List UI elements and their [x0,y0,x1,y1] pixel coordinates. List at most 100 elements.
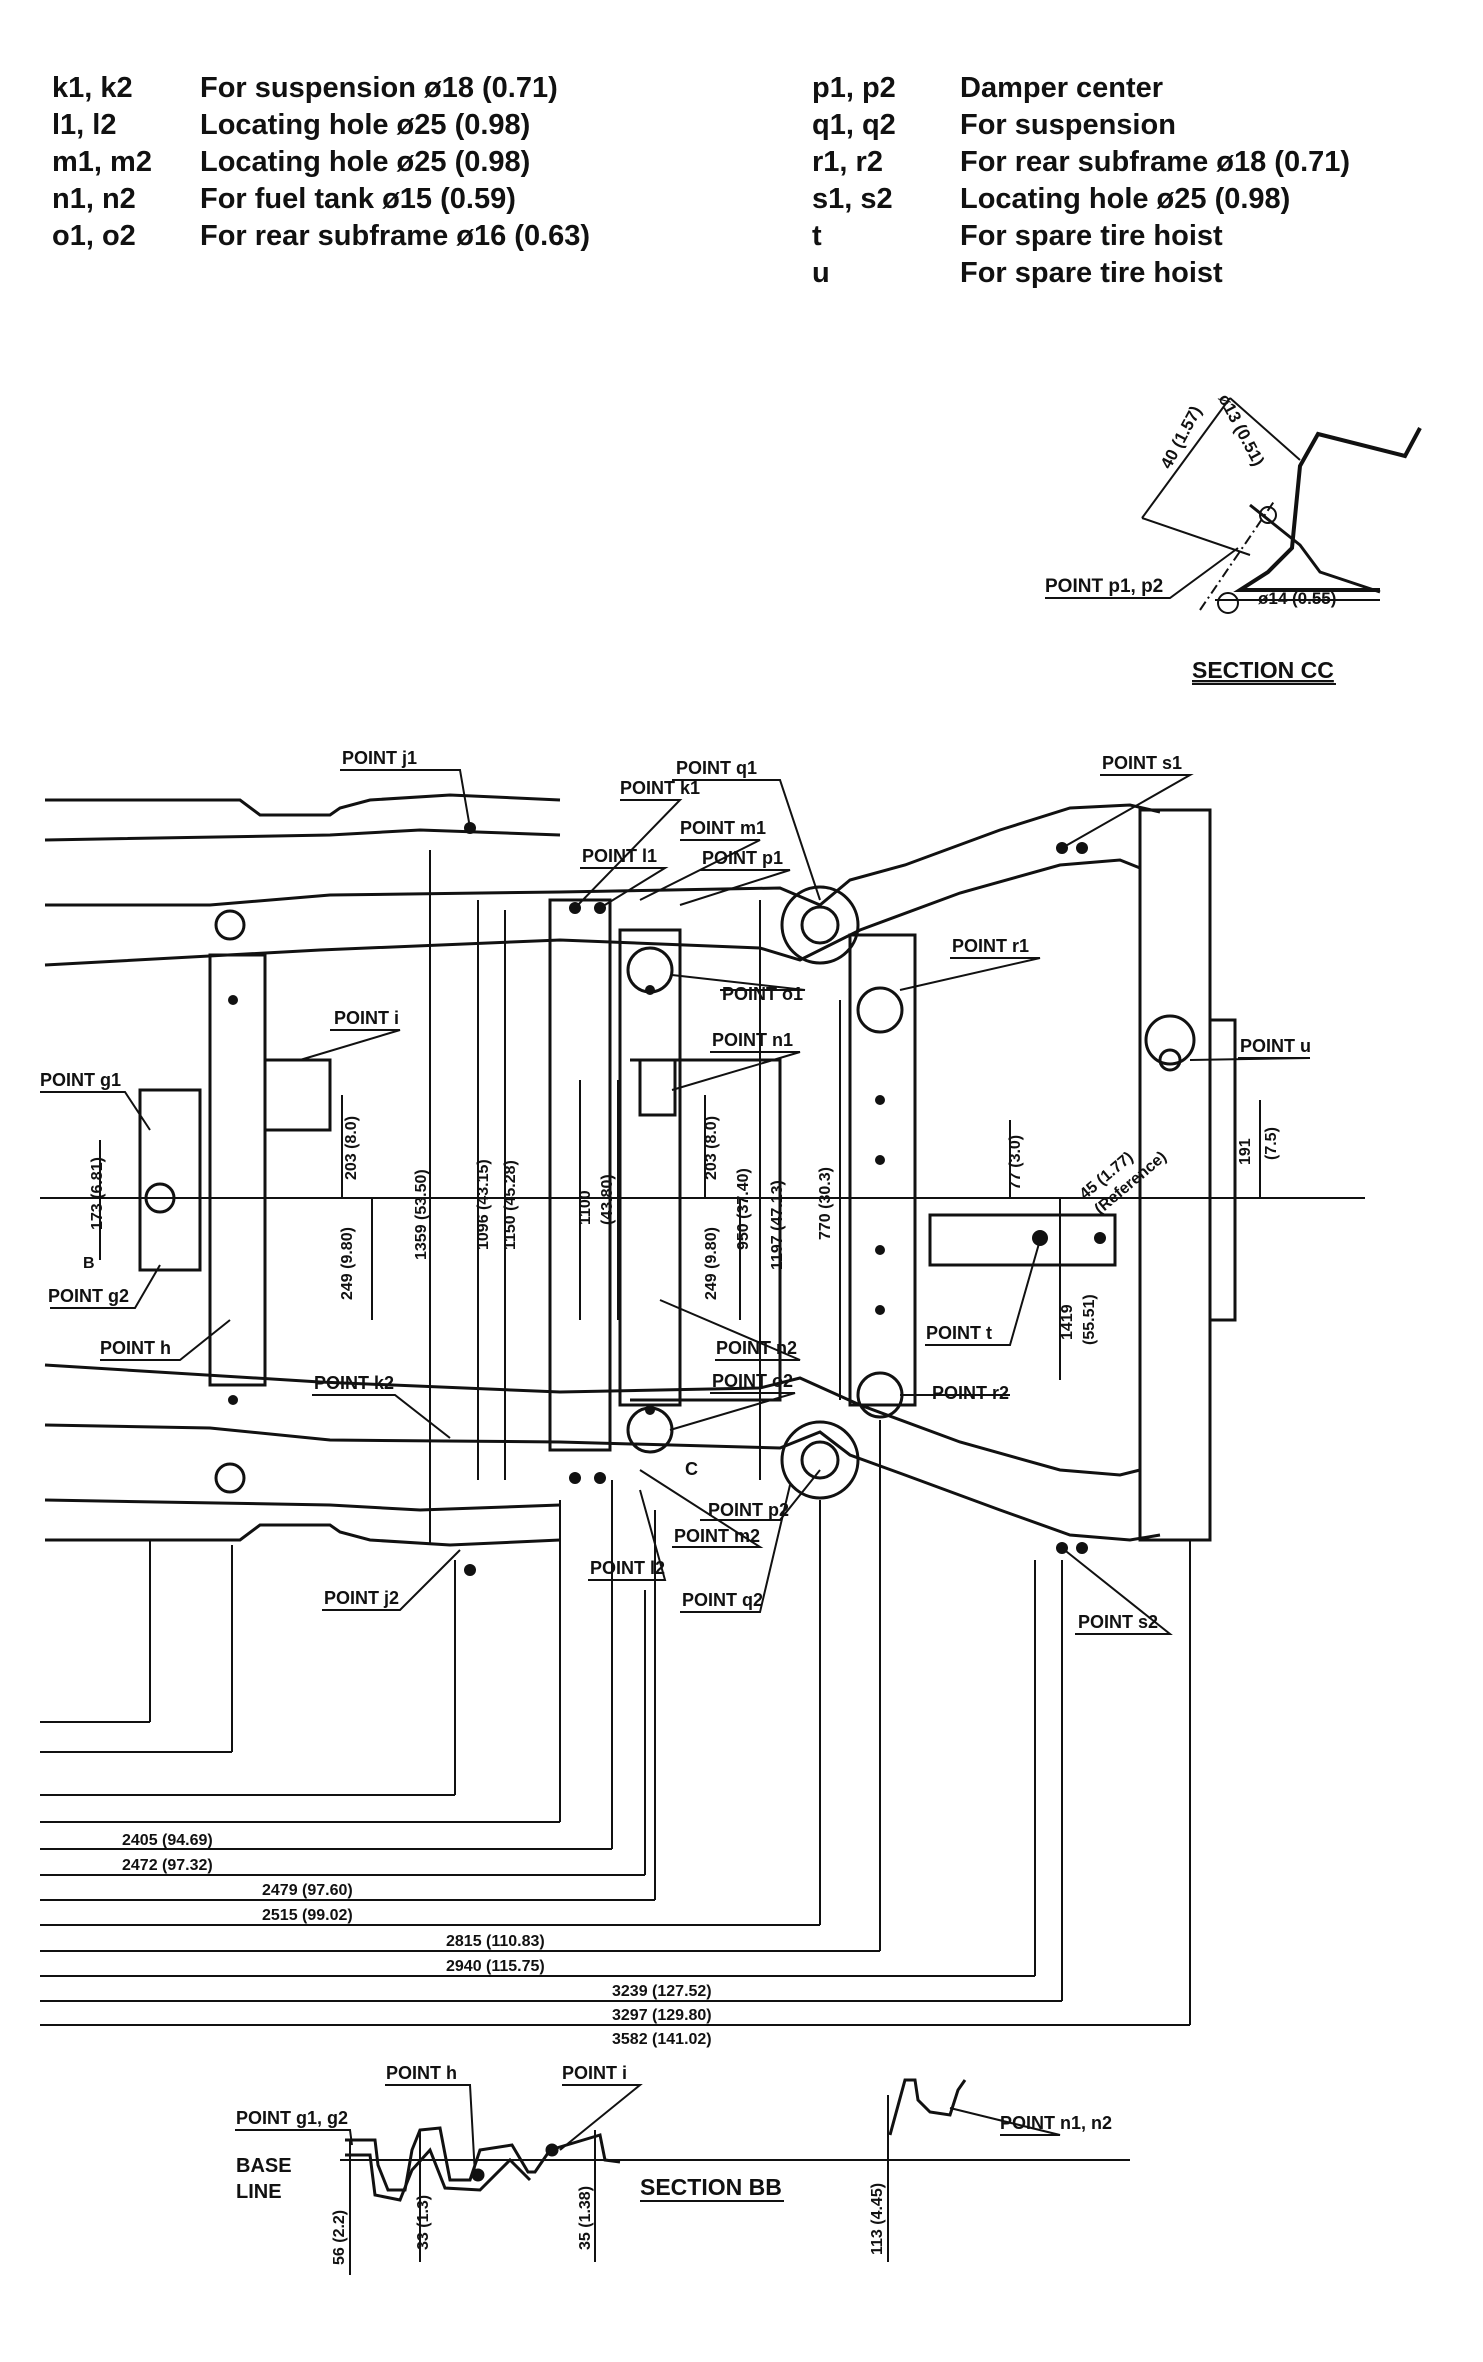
legend-desc: Locating hole ø25 (0.98) [200,146,531,178]
point-i-plate [263,1058,332,1132]
legend-code: k1, k2 [52,72,133,104]
dim-1150: 1150 (45.28) [502,1160,519,1250]
point-label-j1: POINT j1 [342,748,417,768]
legend-desc: For rear subframe ø16 (0.63) [200,220,591,252]
dim-203: 203 (8.0) [343,1116,360,1180]
section-cc-ext-line [1141,517,1251,556]
legend-desc: For rear subframe ø18 (0.71) [960,146,1351,178]
section-bb-leader-n [949,2107,1061,2136]
section-cc-point-label: POINT p1, p2 [1045,576,1163,597]
section-bb-point-n: POINT n1, n2 [1000,2113,1112,2133]
upper-outer-panel [45,793,561,817]
spare-hoist-u [1144,1014,1196,1066]
vertical-dimension-lines [99,850,1261,1545]
lower-outer-panel-2 [44,1498,561,1512]
dim-1419-in: (55.51) [1081,1294,1098,1345]
dim-191: 191 [1237,1138,1254,1165]
spare-tire-bracket-t [928,1213,1117,1267]
dim-1197: 1197 (47.13) [769,1180,786,1270]
point-label-t: POINT t [926,1323,992,1343]
rear-panel [1208,1018,1237,1322]
dim-191-in: (7.5) [1263,1127,1280,1160]
frame-holes [214,822,1106,1576]
section-bb-n-profile [888,2078,967,2136]
point-label-g1: POINT g1 [40,1070,121,1090]
section-cc-dim-line [1141,397,1231,519]
section-cc-ext-line [1229,397,1301,461]
dim-1096: 1096 (43.15) [475,1159,492,1250]
section-bb-dim-35: 35 (1.38) [577,2186,594,2250]
section-bb-dim-33: 33 (1.3) [415,2195,432,2250]
point-leaders [40,769,1311,1635]
dim-770: 770 (30.3) [817,1167,834,1240]
point-label-l2: POINT l2 [590,1558,665,1578]
section-cc-title: SECTION CC [1192,657,1334,683]
point-label-p2: POINT p2 [708,1500,789,1520]
legend-desc: For spare tire hoist [960,220,1223,252]
lower-outer-panel [45,1523,561,1547]
section-bb-profile-2 [345,2147,532,2202]
legend-desc: For suspension ø18 (0.71) [200,72,558,104]
point-label-o1: POINT o1 [722,984,803,1004]
legend-code: s1, s2 [812,183,893,215]
point-label-i: POINT i [334,1008,399,1028]
legend-desc: For suspension [960,109,1176,141]
legend-desc: Locating hole ø25 (0.98) [200,109,531,141]
section-cc-centerline [1199,499,1276,611]
spare-tire-bracket [138,1088,202,1272]
section-cc-dim-14: ø14 (0.55) [1258,589,1336,608]
dim-249a: 249 (9.80) [339,1227,356,1300]
dim-1100-in: (43.80) [599,1174,616,1225]
section-cc [1045,397,1422,614]
point-label-q1: POINT q1 [676,758,757,778]
legend-code: n1, n2 [52,183,136,215]
point-label-m1: POINT m1 [680,818,766,838]
hdim-3297: 3297 (129.80) [612,2007,712,2024]
section-bb-leader-h [385,2084,476,2176]
section-cc-hole-mark [1259,506,1277,524]
spare-hoist-u-2 [1158,1048,1182,1072]
point-label-q2: POINT q2 [682,1590,763,1610]
hdim-2940: 2940 (115.75) [446,1958,545,1975]
legend-code: t [812,220,822,252]
section-bb-profile [345,2126,621,2192]
section-bb-leader-i [559,2084,643,2151]
dim-173: 173 (6.81) [89,1157,106,1230]
section-bb-dim-113: 113 (4.45) [869,2183,886,2255]
section-bb-leader-g [235,2129,353,2146]
upper-outer-panel-2 [44,828,561,842]
legend-desc: Damper center [960,72,1164,104]
section-bb-base-line-2: LINE [236,2181,282,2203]
point-label-h: POINT h [100,1338,171,1358]
legend-code: o1, o2 [52,220,136,252]
point-n1-plate [638,1058,677,1117]
point-label-r1: POINT r1 [952,936,1029,956]
section-bb-point-i: POINT i [562,2063,627,2083]
point-label-l1: POINT l1 [582,846,657,866]
point-label-s1: POINT s1 [1102,753,1182,773]
section-cc-hole-mark [1217,592,1239,614]
section-bb-base-line-1: BASE [236,2155,292,2177]
cross-member-4 [848,933,917,1407]
cross-member-2 [548,898,612,1452]
horizontal-dim-ladder [40,1420,1191,2026]
legend-desc: Locating hole ø25 (0.98) [960,183,1291,215]
section-bb-title: SECTION BB [640,2174,782,2200]
point-label-n1: POINT n1 [712,1030,793,1050]
dim-mark-b: B [83,1255,95,1272]
damper-tower-lower [780,1420,860,1500]
tank-cavity [630,1058,782,1402]
dim-950: 950 (37.40) [735,1168,752,1250]
section-bb-dim-56: 56 (2.2) [331,2210,348,2265]
legend-code: p1, p2 [812,72,896,104]
hdim-2815: 2815 (110.83) [446,1933,545,1950]
subframe-mount-r1 [856,986,904,1034]
point-label-p1: POINT p1 [702,848,783,868]
dim-mark-c: C [685,1459,698,1479]
section-bb [235,2078,1130,2275]
cross-member-1 [208,953,267,1387]
point-label-n2: POINT n2 [716,1338,797,1358]
lower-side-rail-inner [44,1363,1141,1477]
point-label-k1: POINT k1 [620,778,700,798]
